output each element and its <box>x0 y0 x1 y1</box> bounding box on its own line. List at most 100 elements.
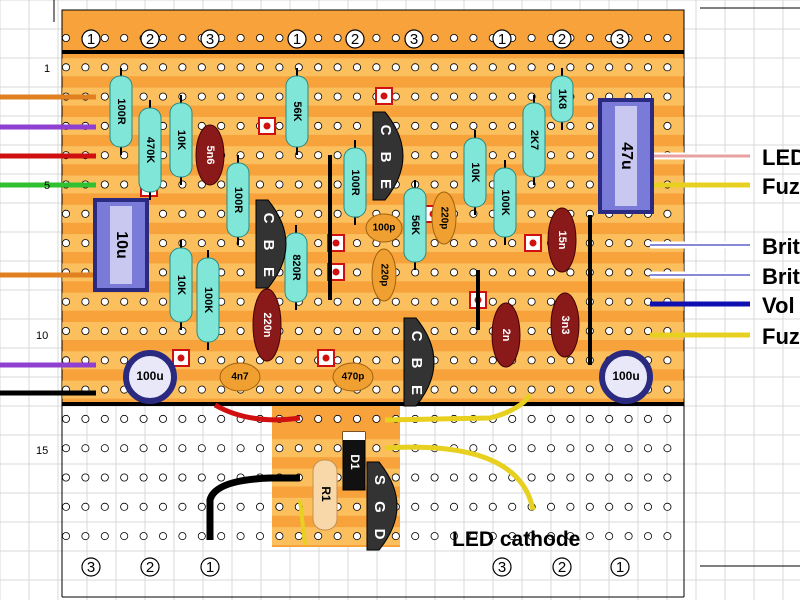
hole <box>624 473 633 482</box>
pot-lug-circle <box>492 557 512 577</box>
resistor-body <box>463 137 487 208</box>
electrolytic-cap-label: 100u <box>136 369 163 383</box>
hole <box>585 385 594 394</box>
hole <box>120 297 129 306</box>
resistor-label: 56K <box>291 101 303 121</box>
hole <box>449 34 458 43</box>
hole <box>488 356 497 365</box>
pot-lug-circle <box>404 29 424 49</box>
resistor-body <box>196 257 220 343</box>
hole <box>275 180 284 189</box>
hole <box>217 473 226 482</box>
hole <box>469 356 478 365</box>
hole <box>430 92 439 101</box>
hole <box>158 532 167 541</box>
resistor-label: 10K <box>175 130 187 150</box>
resistor-label: 56K <box>409 215 421 235</box>
hole <box>411 63 420 72</box>
hole <box>644 444 653 453</box>
hole <box>197 502 206 511</box>
hole <box>624 532 633 541</box>
hole <box>120 326 129 335</box>
hole <box>333 63 342 72</box>
hole <box>430 385 439 394</box>
hole <box>411 92 420 101</box>
hole <box>508 239 517 248</box>
hole <box>605 326 614 335</box>
hole <box>255 63 264 72</box>
hole <box>120 356 129 365</box>
hole <box>663 121 672 130</box>
hole <box>178 92 187 101</box>
hole <box>217 92 226 101</box>
hole <box>566 180 575 189</box>
pot-lug-label: 3 <box>87 559 95 576</box>
label-brite-2: Brite <box>762 264 800 289</box>
hole <box>391 92 400 101</box>
hole <box>255 180 264 189</box>
resistor-label: 1K8 <box>556 89 568 109</box>
transistor-body <box>372 111 404 201</box>
hole <box>372 414 381 423</box>
hole <box>449 502 458 511</box>
hole <box>527 297 536 306</box>
hole <box>62 326 71 335</box>
hole <box>449 92 458 101</box>
hole <box>197 532 206 541</box>
label-led: LED <box>762 145 800 170</box>
pot-lug-label: 2 <box>146 31 154 48</box>
resistor-body <box>550 75 574 123</box>
track-cut-dot <box>332 239 340 247</box>
hole <box>100 414 109 423</box>
ceramic-cap-label: 470p <box>342 372 365 383</box>
hole <box>605 502 614 511</box>
ceramic-cap <box>371 248 397 302</box>
hole <box>547 63 556 72</box>
transistor-pin-label: D <box>371 529 388 540</box>
hole <box>547 444 556 453</box>
pot-lug-circle <box>345 29 365 49</box>
hole <box>508 532 517 541</box>
pot-lug-label: 1 <box>87 31 95 48</box>
r1-label: R1 <box>319 486 333 502</box>
hole <box>139 473 148 482</box>
hole <box>62 34 71 43</box>
hole <box>488 268 497 277</box>
hole <box>527 473 536 482</box>
pot-lug-circle <box>492 29 512 49</box>
pot-lug-label: 2 <box>558 559 566 576</box>
pot-lug-circle <box>610 557 630 577</box>
hole <box>585 180 594 189</box>
transistor-pin-label: E <box>260 267 277 277</box>
hole <box>508 297 517 306</box>
film-cap-label: 5n6 <box>204 146 216 165</box>
hole <box>81 532 90 541</box>
hole <box>158 502 167 511</box>
hole <box>333 34 342 43</box>
hole <box>217 63 226 72</box>
hole <box>217 532 226 541</box>
hole <box>391 239 400 248</box>
film-cap-label: 220n <box>261 312 273 337</box>
hole <box>333 356 342 365</box>
hole <box>120 151 129 160</box>
hole <box>449 239 458 248</box>
hole <box>197 473 206 482</box>
hole <box>527 63 536 72</box>
hole <box>62 502 71 511</box>
hole <box>585 34 594 43</box>
resistor-body <box>285 75 309 148</box>
hole <box>391 385 400 394</box>
hole <box>605 532 614 541</box>
hole <box>100 63 109 72</box>
transistor-pin-label: B <box>260 240 277 251</box>
hole <box>527 444 536 453</box>
hole <box>469 268 478 277</box>
hole <box>449 121 458 130</box>
hole <box>508 92 517 101</box>
electrolytic-cap-band <box>615 106 637 206</box>
hole <box>352 414 361 423</box>
ceramic-cap-label: 4n7 <box>231 372 249 383</box>
hole <box>585 414 594 423</box>
hole <box>120 532 129 541</box>
